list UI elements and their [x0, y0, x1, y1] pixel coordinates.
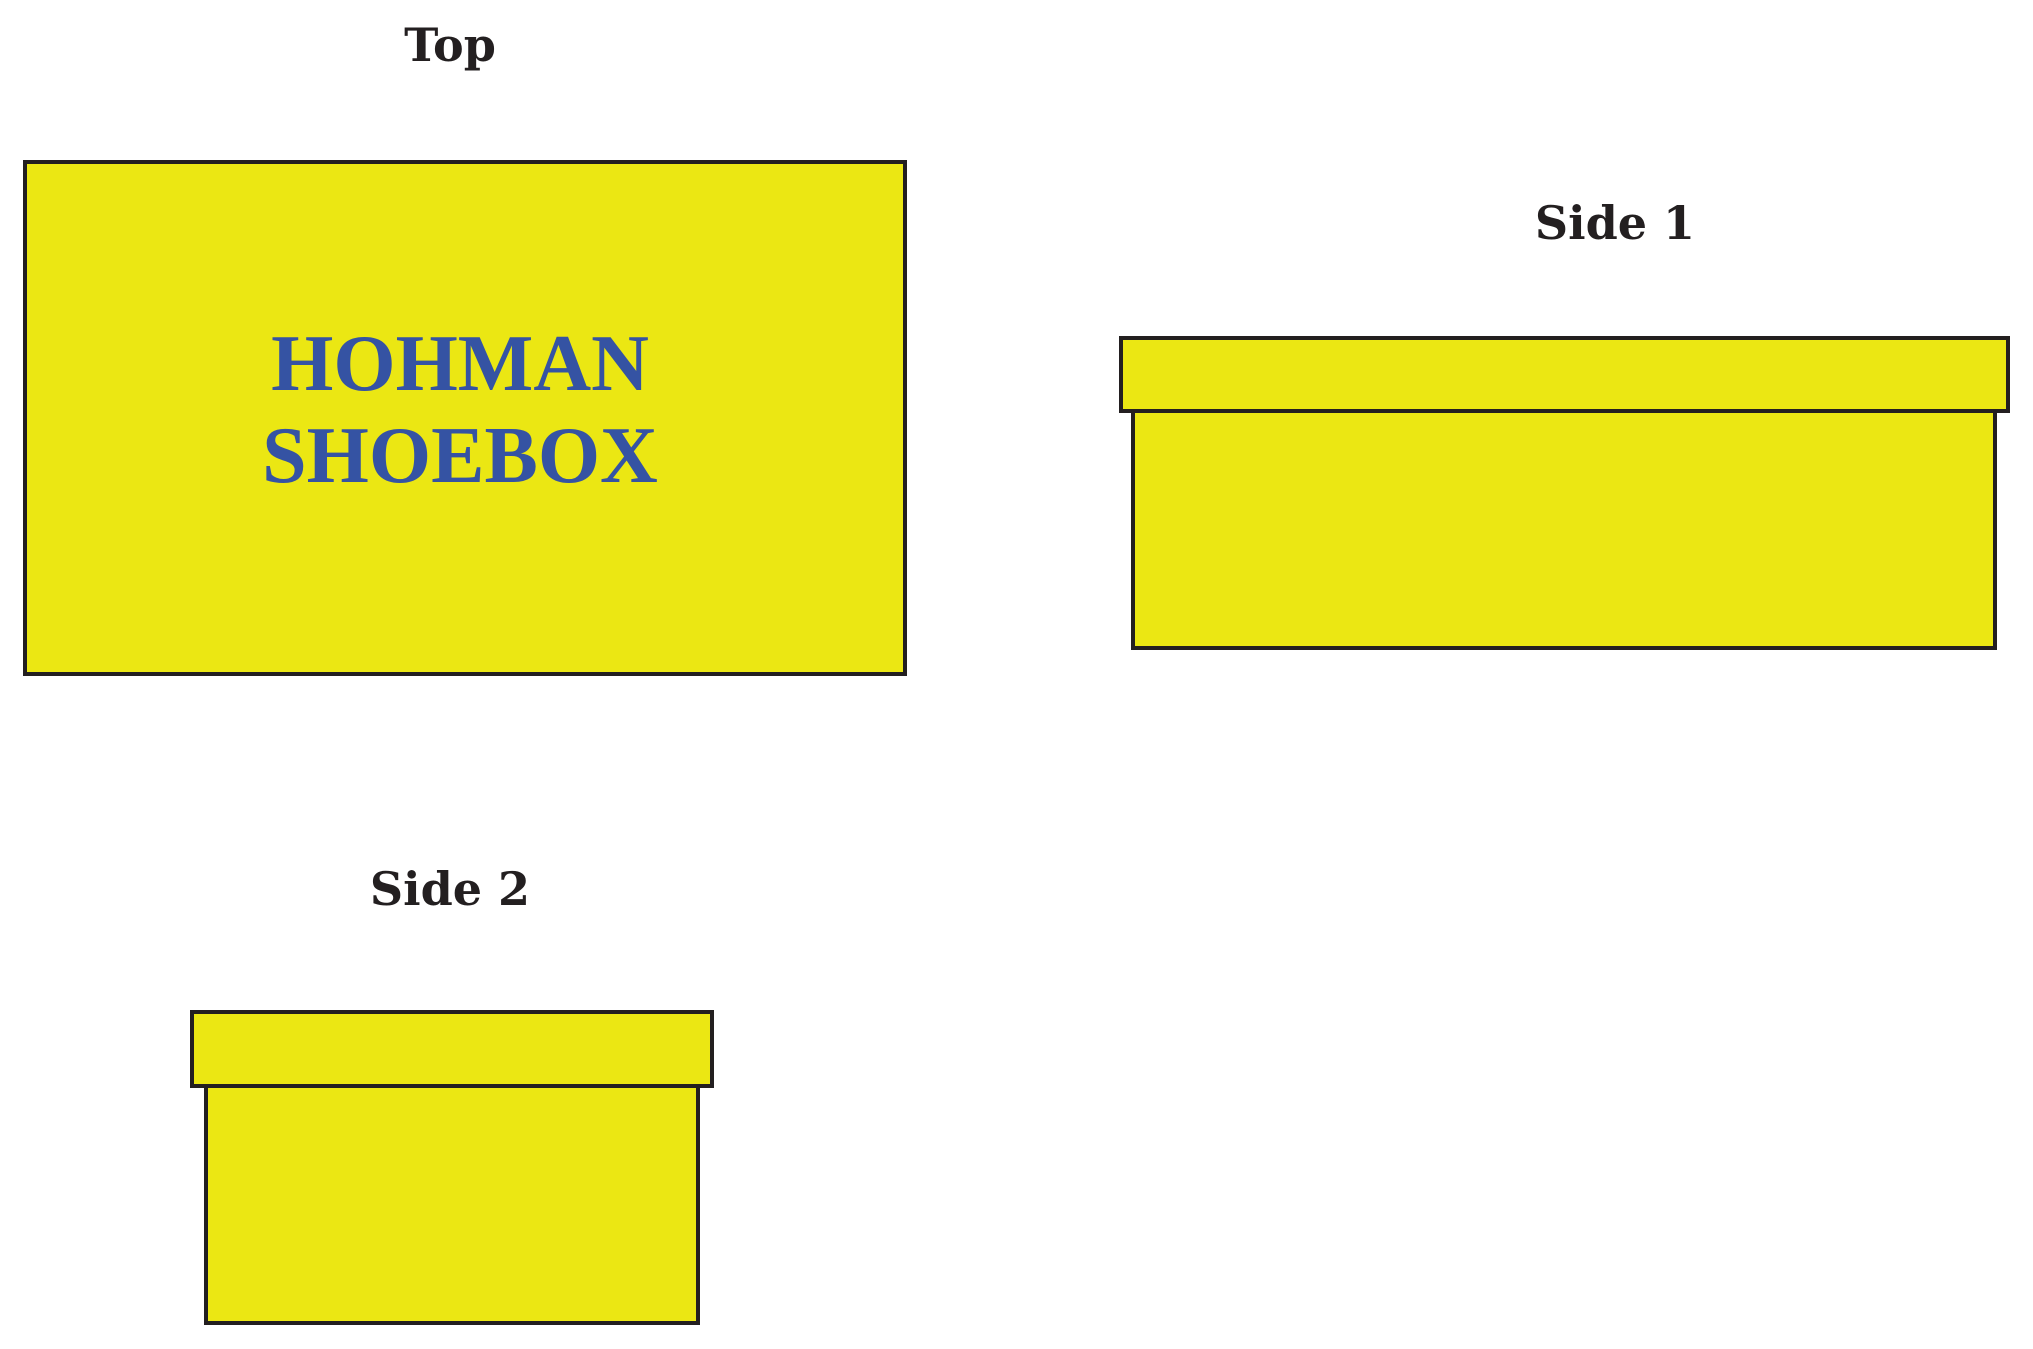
side-2-box-lid — [190, 1010, 714, 1088]
side-1-box-body — [1131, 407, 1997, 650]
shoebox-lid-top-face — [23, 160, 907, 676]
brand-name-line-1: HOHMAN — [271, 320, 649, 408]
top-view-label: Top — [404, 18, 496, 72]
brand-name-line-2: SHOEBOX — [262, 412, 658, 500]
side-1-view-label: Side 1 — [1534, 196, 1696, 250]
side-2-box-body — [204, 1082, 700, 1325]
side-1-box-lid — [1119, 336, 2010, 413]
side-2-view-label: Side 2 — [369, 862, 531, 916]
